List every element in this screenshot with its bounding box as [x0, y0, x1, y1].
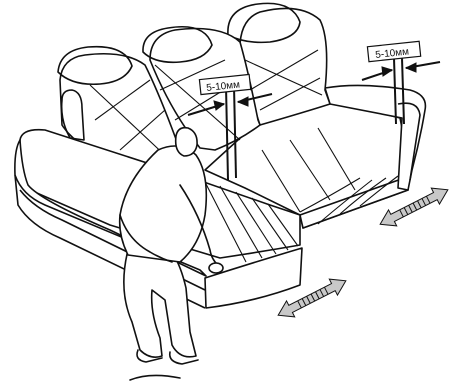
gap-label-box-right: 5-10мм	[367, 41, 420, 61]
person-hand	[209, 263, 223, 273]
person-head	[176, 128, 197, 156]
gap-label-right: 5-10мм	[375, 46, 410, 60]
sofa	[15, 3, 426, 308]
